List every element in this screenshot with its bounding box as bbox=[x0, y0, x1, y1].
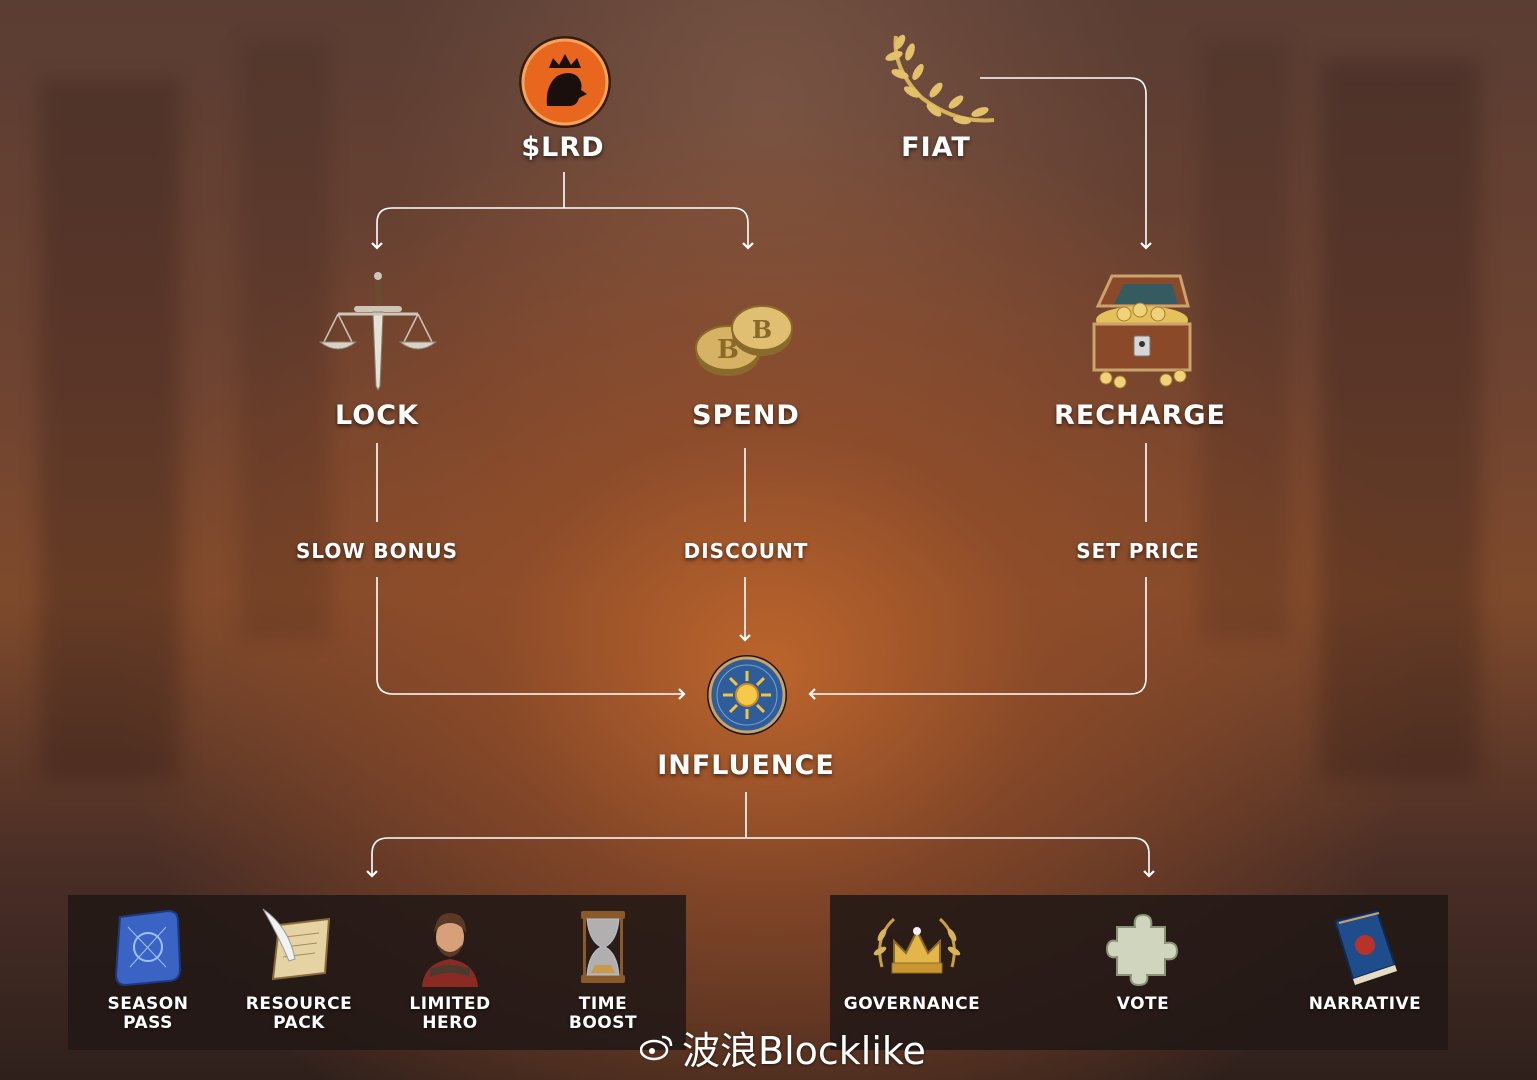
svg-text:B: B bbox=[717, 335, 739, 365]
hero-portrait-icon bbox=[410, 907, 490, 987]
influence-sun-icon bbox=[706, 654, 788, 740]
quill-scroll-icon bbox=[259, 907, 339, 987]
reward-label: LIMITED HERO bbox=[409, 994, 491, 1033]
reward-label: VOTE bbox=[1116, 994, 1170, 1014]
book-icon bbox=[1325, 907, 1405, 987]
gold-coins-icon: B B bbox=[690, 294, 800, 384]
reward-limited-hero: LIMITED HERO bbox=[375, 907, 525, 1033]
laurel-crown-icon bbox=[872, 907, 961, 987]
treasure-chest-icon bbox=[1084, 270, 1200, 394]
edge-influence-right bbox=[746, 837, 1155, 878]
fiat-label: FIAT bbox=[901, 132, 971, 163]
edge-label-discount: DISCOUNT bbox=[683, 539, 809, 563]
laurel-icon bbox=[876, 28, 996, 132]
reward-label: GOVERNANCE bbox=[843, 994, 981, 1014]
reward-season-pass: SEASON PASS bbox=[73, 907, 223, 1033]
edge-label-set-price: SET PRICE bbox=[1076, 539, 1200, 563]
lrd-label: $LRD bbox=[521, 132, 605, 163]
spend-label: SPEND bbox=[692, 400, 800, 431]
svg-text:B: B bbox=[752, 315, 772, 344]
influence-label: INFLUENCE bbox=[657, 750, 835, 781]
scroll-map-icon bbox=[108, 907, 188, 987]
background-pillar bbox=[1320, 60, 1480, 780]
hourglass-icon bbox=[563, 907, 643, 987]
edge-lrd-spend bbox=[564, 207, 754, 250]
reward-label: NARRATIVE bbox=[1308, 994, 1422, 1014]
reward-label: RESOURCE PACK bbox=[245, 994, 353, 1033]
edge-recharge-influence bbox=[808, 577, 1147, 700]
reward-label: SEASON PASS bbox=[107, 994, 189, 1033]
reward-governance: GOVERNANCE bbox=[837, 907, 987, 1014]
lock-label: LOCK bbox=[335, 400, 419, 431]
background-pillar bbox=[1200, 40, 1290, 640]
edge-label-slow-bonus: SLOW BONUS bbox=[295, 539, 459, 563]
left-reward-panel: SEASON PASS RESOURCE PACK LIMITED HERO bbox=[68, 895, 686, 1050]
right-reward-panel: GOVERNANCE VOTE NARRATIVE bbox=[830, 895, 1448, 1050]
reward-time-boost: TIME BOOST bbox=[528, 907, 678, 1033]
recharge-label: RECHARGE bbox=[1054, 400, 1226, 431]
reward-vote: VOTE bbox=[1068, 907, 1218, 1014]
puzzle-piece-icon bbox=[1103, 907, 1183, 987]
edge-influence-left bbox=[366, 837, 746, 878]
watermark: 波浪Blocklike bbox=[639, 1020, 926, 1075]
edge-fiat-recharge bbox=[980, 77, 1152, 250]
background-pillar bbox=[40, 80, 180, 780]
scales-sword-icon bbox=[318, 266, 438, 396]
edge-lock-influence bbox=[376, 577, 686, 700]
background-pillar bbox=[240, 40, 330, 640]
edge-lrd-lock bbox=[371, 207, 564, 250]
watermark-text: 波浪Blocklike bbox=[682, 1029, 926, 1073]
lrd-token-icon bbox=[517, 34, 613, 134]
weibo-logo-icon bbox=[639, 1026, 674, 1070]
reward-resource-pack: RESOURCE PACK bbox=[224, 907, 374, 1033]
reward-narrative: NARRATIVE bbox=[1290, 907, 1440, 1014]
reward-label: TIME BOOST bbox=[568, 994, 638, 1033]
